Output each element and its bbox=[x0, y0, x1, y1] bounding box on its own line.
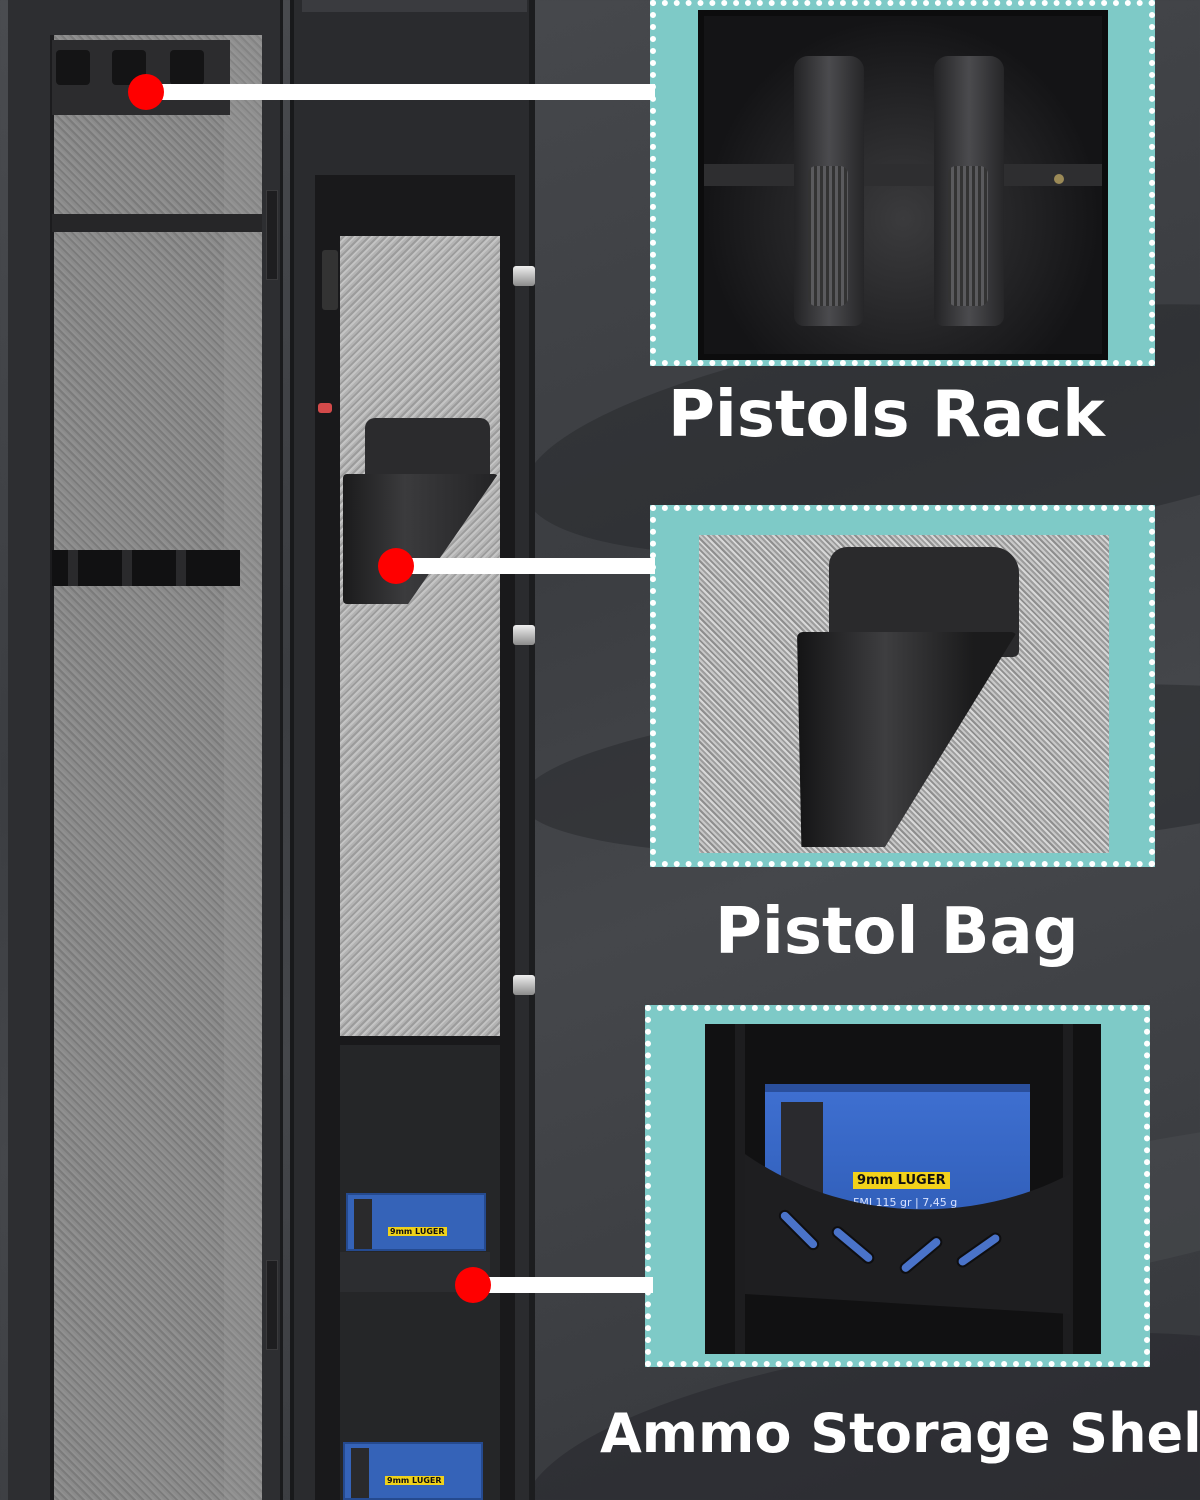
box-stripe bbox=[351, 1448, 369, 1498]
callout-pistols-rack bbox=[650, 0, 1155, 366]
door-felt-lining bbox=[340, 236, 500, 1036]
ammo-shelf-photo: 9mm LUGER FMJ 115 gr | 7,45 g bbox=[705, 1024, 1101, 1354]
hotspot-marker-ammo-shelf[interactable] bbox=[455, 1267, 491, 1303]
pistols-rack-photo bbox=[698, 10, 1108, 360]
caption-pistols-rack: Pistols Rack bbox=[668, 378, 1105, 452]
rack-slot bbox=[56, 50, 90, 85]
divider-shelf bbox=[52, 214, 262, 232]
shelf-wall bbox=[735, 1024, 745, 1354]
lock-indicator bbox=[318, 403, 332, 413]
door-top-edge bbox=[302, 0, 527, 12]
door-latch bbox=[513, 266, 535, 286]
screw bbox=[1054, 174, 1064, 184]
ammo-box: 9mm LUGER bbox=[346, 1193, 486, 1251]
ammo-box-sublabel: FMJ 115 gr | 7,45 g bbox=[853, 1196, 958, 1209]
callout-ammo-shelf: 9mm LUGER FMJ 115 gr | 7,45 g bbox=[645, 1005, 1150, 1367]
rack-notch bbox=[176, 550, 186, 586]
hotspot-marker-pistol-bag[interactable] bbox=[378, 548, 414, 584]
rack-slot bbox=[170, 50, 204, 85]
pistol-in-holster bbox=[365, 418, 490, 478]
keypad-icon bbox=[322, 250, 338, 310]
box-stripe bbox=[354, 1199, 372, 1249]
caption-pistol-bag: Pistol Bag bbox=[715, 895, 1079, 969]
door-latch bbox=[513, 625, 535, 645]
safe-felt-interior bbox=[50, 35, 262, 1500]
connector-line bbox=[400, 558, 655, 574]
callout-pistol-bag bbox=[650, 505, 1155, 867]
pistol bbox=[934, 56, 1004, 326]
door-latch bbox=[513, 975, 535, 995]
door-hinge bbox=[266, 190, 278, 280]
rifle-rack bbox=[52, 550, 240, 586]
rack-notch bbox=[68, 550, 78, 586]
ammo-box-label: 9mm LUGER bbox=[385, 1476, 444, 1485]
door-hinge bbox=[266, 1260, 278, 1350]
gun-safe-illustration: 9mm LUGER 9mm LUGER bbox=[0, 0, 540, 1500]
ammo-box-label: 9mm LUGER bbox=[853, 1172, 950, 1189]
pistol-bag-photo bbox=[699, 535, 1109, 853]
ammo-box-label: 9mm LUGER bbox=[388, 1227, 447, 1236]
ammo-box: 9mm LUGER bbox=[343, 1442, 483, 1500]
caption-ammo-shelf: Ammo Storage Shelf bbox=[600, 1402, 1200, 1465]
connector-line bbox=[478, 1277, 653, 1293]
hotspot-marker-pistols-rack[interactable] bbox=[128, 74, 164, 110]
holster bbox=[797, 632, 1017, 847]
rack-notch bbox=[122, 550, 132, 586]
pistol bbox=[794, 56, 864, 326]
connector-line bbox=[150, 84, 655, 100]
rack-bar bbox=[704, 164, 1102, 186]
